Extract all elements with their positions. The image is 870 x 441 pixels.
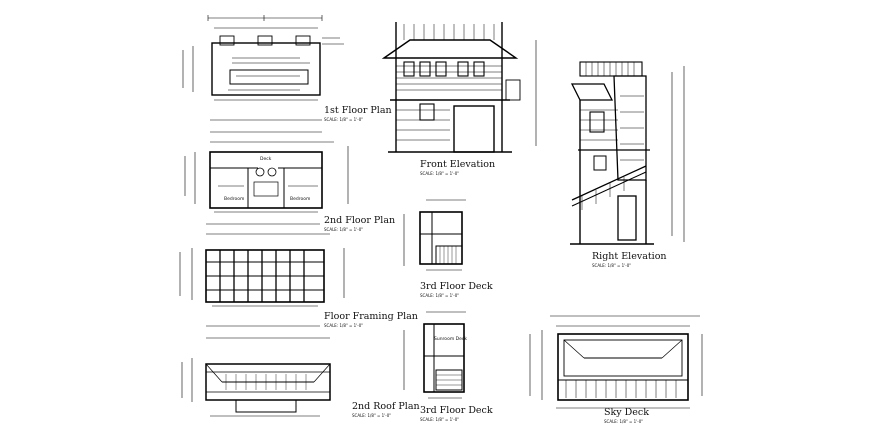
sky-deck-scale: SCALE: 1/8" = 1'-0"	[604, 419, 644, 424]
third-floor-deck-bottom	[403, 311, 466, 399]
right-elevation	[570, 61, 685, 245]
front-elevation-scale: SCALE: 1/8" = 1'-0"	[420, 171, 460, 176]
room-label-sunroom-deck: Sunroom Deck	[434, 337, 467, 342]
third-floor-deck-scale-bottom: SCALE: 1/8" = 1'-0"	[420, 417, 460, 422]
second-floor-plan	[184, 119, 349, 213]
second-floor-plan-title: 2nd Floor Plan	[324, 215, 396, 226]
sky-deck-title: Sky Deck	[604, 407, 649, 418]
first-floor-plan-scale: SCALE: 1/8" = 1'-0"	[324, 117, 364, 122]
second-roof-plan-scale: SCALE: 1/8" = 1'-0"	[352, 413, 392, 418]
room-label-bedroom-2: Bedroom	[290, 197, 311, 202]
room-label-deck: Deck	[260, 157, 272, 162]
third-floor-deck-top	[403, 199, 466, 271]
floor-framing-plan-scale: SCALE: 1/8" = 1'-0"	[324, 323, 364, 328]
first-floor-plan	[182, 15, 344, 101]
floor-framing-plan-title: Floor Framing Plan	[324, 311, 418, 322]
room-label-bedroom-1: Bedroom	[224, 197, 245, 202]
third-floor-deck-title-bottom: 3rd Floor Deck	[420, 405, 493, 416]
front-elevation-title: Front Elevation	[420, 159, 496, 170]
right-elevation-scale: SCALE: 1/8" = 1'-0"	[592, 263, 632, 268]
second-roof-plan-title: 2nd Roof Plan	[352, 401, 420, 412]
second-floor-plan-scale: SCALE: 1/8" = 1'-0"	[324, 227, 364, 232]
third-floor-deck-title-top: 3rd Floor Deck	[420, 281, 493, 292]
third-floor-deck-scale-top: SCALE: 1/8" = 1'-0"	[420, 293, 460, 298]
second-roof-plan	[181, 325, 331, 417]
sky-deck-plan	[529, 315, 703, 409]
front-elevation	[381, 22, 537, 153]
floor-framing-plan	[179, 223, 345, 307]
first-floor-plan-title: 1st Floor Plan	[324, 105, 392, 116]
right-elevation-title: Right Elevation	[592, 251, 667, 262]
